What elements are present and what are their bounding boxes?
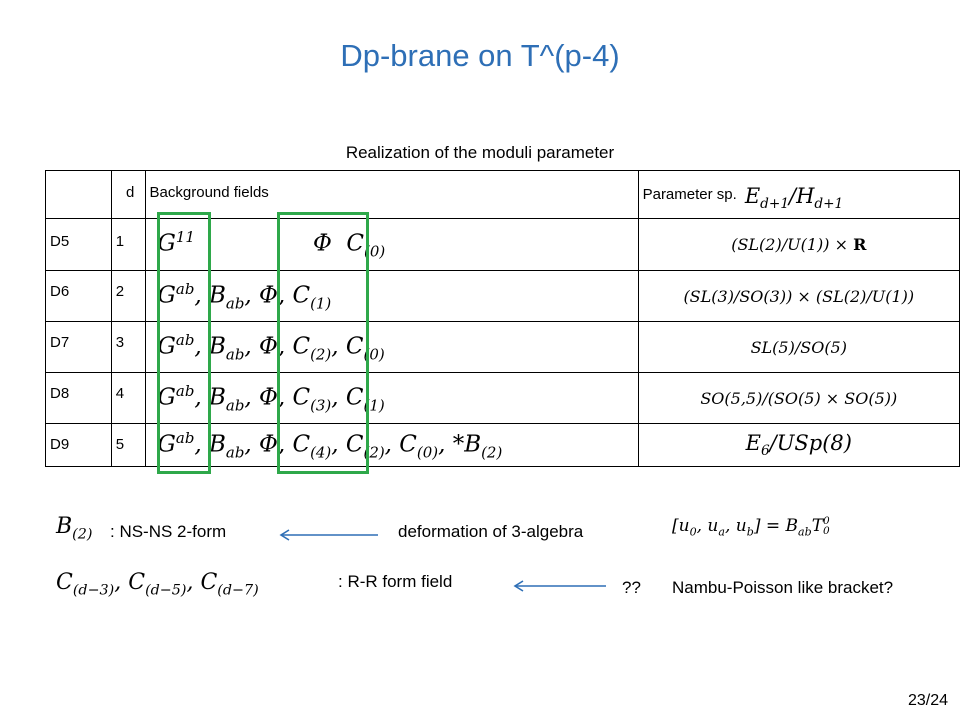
d-cell: 4 <box>110 372 146 424</box>
fields-cell: Gab, Bab, Φ, C(2), C(0) <box>144 321 639 373</box>
table-caption: Realization of the moduli parameter <box>345 143 615 162</box>
header-cell-d: d <box>110 170 146 219</box>
param-cell: (SL(3)/SO(3)) × (SL(2)/U(1)) <box>637 270 960 322</box>
page-number: 23/24 <box>907 692 948 709</box>
fields-cell: Gab, Bab, Φ, C(3), C(1) <box>144 372 639 424</box>
param-cell: E6/USp(8) <box>637 423 960 467</box>
brane-cell: D7 <box>45 321 112 373</box>
rr-form-symbols: C(d−3), C(d−5), C(d−7) <box>56 570 259 599</box>
dilaton-rr-column-highlight <box>277 212 369 474</box>
table-row: D6 2 Gab, Bab, Φ, C(1) (SL(3)/SO(3)) × (… <box>45 270 960 322</box>
moduli-table: d Background fields Parameter sp. Ed+1/Hd… <box>45 170 960 467</box>
param-cell: SO(5,5)/(SO(5) × SO(5)) <box>637 372 960 424</box>
param-cell: (SL(2)/U(1)) × R <box>637 218 960 271</box>
table-header-row: d Background fields Parameter sp. Ed+1/Hd… <box>45 170 960 219</box>
left-arrow-icon <box>279 529 378 541</box>
fields-cell: Gab, Bab, Φ, C(4), C(2), C(0), *B(2) <box>144 423 639 467</box>
d-cell: 5 <box>110 423 146 467</box>
brane-cell: D9 <box>45 423 112 467</box>
slide-title: Dp-brane on T^(p-4) <box>340 38 620 73</box>
rr-form-label: : R-R form field <box>338 572 453 591</box>
d-cell: 1 <box>110 218 146 271</box>
d-cell: 3 <box>110 321 146 373</box>
brane-cell: D5 <box>45 218 112 271</box>
ns-ns-form-label: : NS-NS 2-form <box>110 522 227 541</box>
d-cell: 2 <box>110 270 146 322</box>
param-cell: SL(5)/SO(5) <box>637 321 960 373</box>
table-row: D7 3 Gab, Bab, Φ, C(2), C(0) SL(5)/SO(5) <box>45 321 960 373</box>
metric-column-highlight <box>157 212 211 474</box>
brane-cell: D8 <box>45 372 112 424</box>
deformation-label: deformation of 3-algebra <box>398 522 584 541</box>
table-row: D8 4 Gab, Bab, Φ, C(3), C(1) SO(5,5)/(SO… <box>45 372 960 424</box>
header-cell-background-fields: Background fields <box>144 170 639 219</box>
header-cell-parameter-space: Parameter sp. Ed+1/Hd+1 <box>637 170 960 219</box>
question-marks: ?? <box>622 578 641 597</box>
fields-cell: Gab, Bab, Φ, C(1) <box>144 270 639 322</box>
table-row: D9 5 Gab, Bab, Φ, C(4), C(2), C(0), *B(2… <box>45 423 960 467</box>
brane-cell: D6 <box>45 270 112 322</box>
nambu-poisson-label: Nambu-Poisson like bracket? <box>672 578 894 597</box>
left-arrow-icon <box>513 580 606 592</box>
ns-ns-form-symbol: B(2) <box>56 514 93 543</box>
header-parameter-math: Ed+1/Hd+1 <box>744 184 844 213</box>
header-parameter-label: Parameter sp. <box>642 186 737 203</box>
header-cell-blank <box>45 170 112 219</box>
